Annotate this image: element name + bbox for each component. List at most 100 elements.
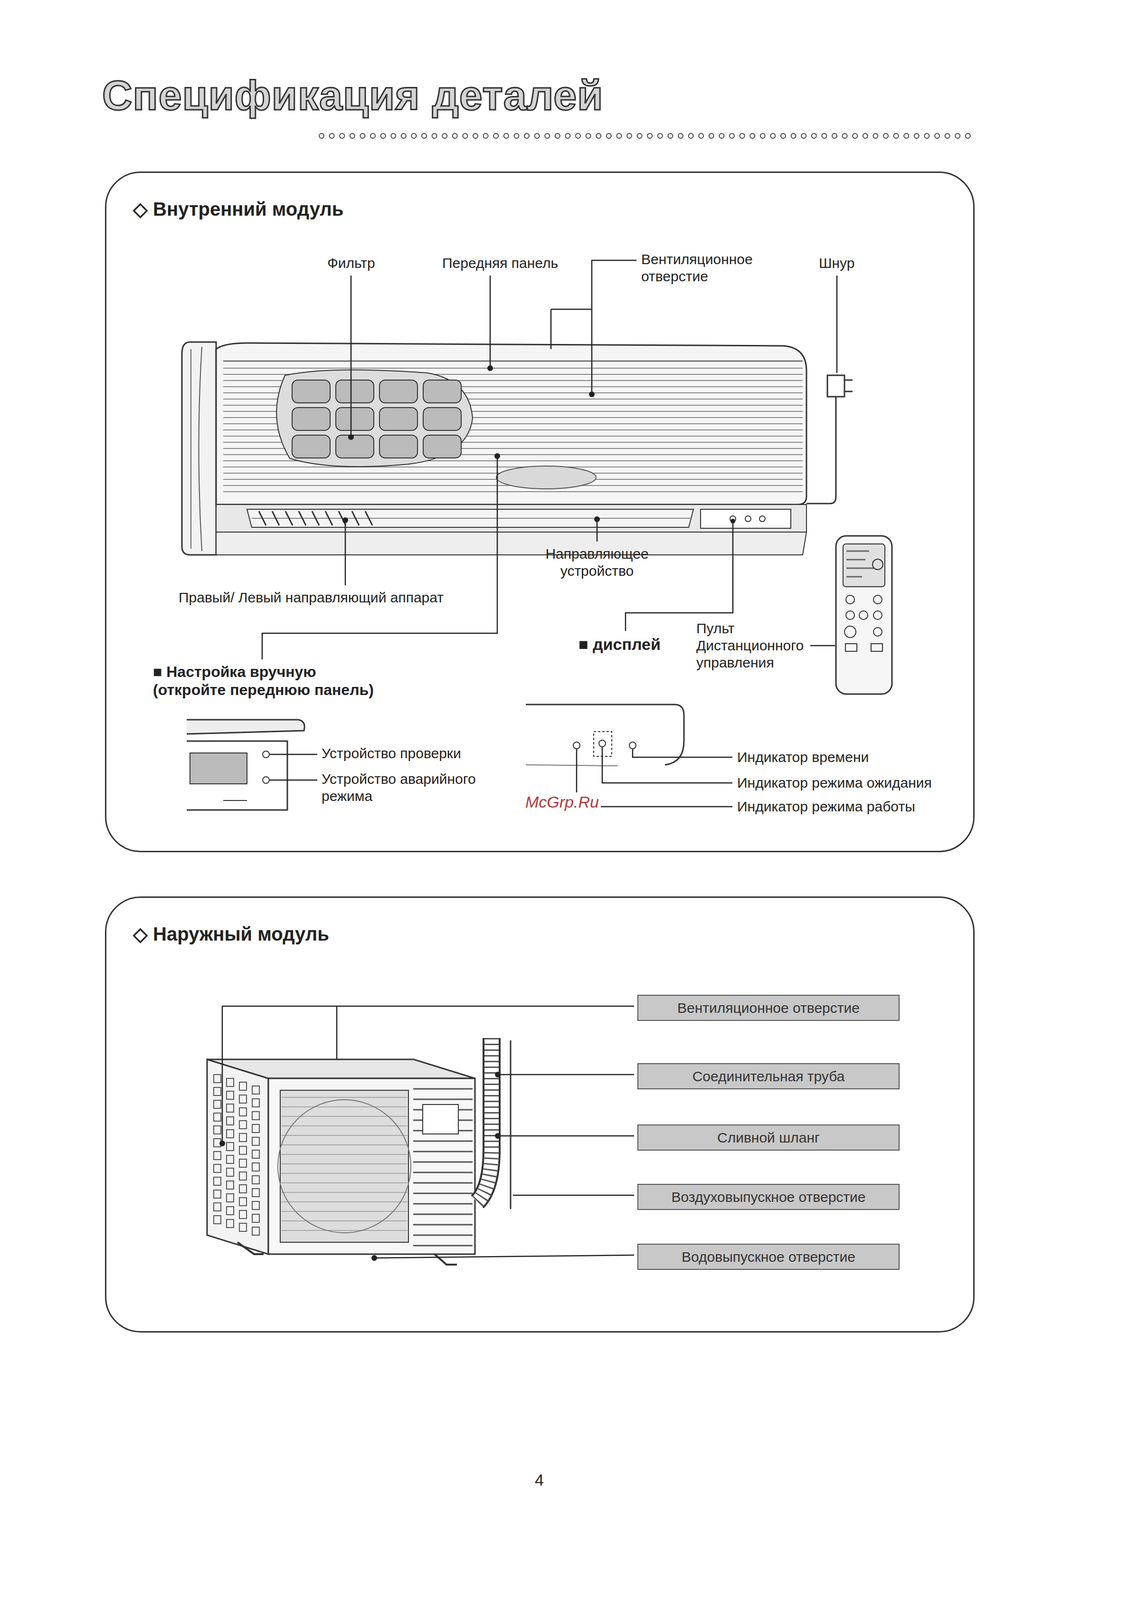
side-grille [252,1149,260,1158]
indoor-unit [496,465,597,489]
remote-control [872,559,883,570]
side-grille [239,1094,247,1103]
remote-control [873,595,882,604]
leader-line [632,749,733,758]
dotted-rule [965,133,971,139]
indoor-unit [276,369,473,467]
leader-dot [494,453,501,459]
dotted-rule [719,133,724,139]
page-title: Спецификация деталей [102,71,604,120]
dotted-rule [832,133,837,139]
side-grille [213,1202,221,1211]
leader-line [836,275,838,373]
fan-guard [281,1163,408,1165]
part-name: Соединительная труба [685,1067,852,1085]
outdoor-unit [477,1037,492,1202]
dotted-rule [852,133,858,139]
dotted-rule [821,133,827,139]
dotted-rule [872,133,878,139]
indoor-unit [199,346,203,551]
vane-slats [258,511,373,526]
dotted-rule [544,133,550,139]
side-grille [213,1125,221,1134]
vane-slats [272,511,280,526]
part-tag: Водовыпускное отверстие [637,1243,900,1270]
section-label: ■ Настройка вручную (откройте переднюю п… [152,662,385,700]
display-panel-detail [629,741,636,749]
part-label: Фильтр [327,254,376,272]
part-name: Вентиляционное отверстие [670,999,867,1017]
page-number: 4 [534,1469,544,1490]
leader-line [262,458,498,660]
remote-control [835,535,892,694]
dotted-rule [503,133,509,139]
dotted-rule [945,133,950,139]
dotted-rule [421,133,427,139]
indoor-unit [251,517,692,519]
dotted-rule [575,133,581,139]
vane-slats [285,511,293,526]
dotted-rule [616,133,622,139]
dotted-rule [462,133,468,139]
fan-guard [281,1191,408,1193]
leader-line [222,1005,635,1141]
filter-mesh [423,379,462,403]
dotted-rule [862,133,868,139]
dotted-rule [555,133,560,139]
filter-mesh [292,407,331,431]
dotted-rule [637,133,643,139]
front-grille [223,491,803,493]
leader-dot [730,518,736,524]
vane-slats [365,511,373,526]
side-grille [226,1142,234,1151]
leader-line [625,522,733,631]
display-panel-detail [525,764,618,766]
side-grille [239,1081,247,1091]
front-slats [413,1088,473,1090]
side-grille [213,1087,221,1096]
dotted-rule [473,133,478,139]
dotted-rule [596,133,601,139]
side-grille [226,1155,234,1164]
indoor-unit [700,509,791,529]
dotted-rule [319,133,324,139]
leader-dot [348,434,354,440]
leader-line [344,522,347,586]
part-label: Пульт Дистанционного управления [696,619,820,672]
remote-control [845,610,855,620]
part-label: Правый/ Левый направляющий аппарат [178,588,444,607]
indoor-unit [223,360,803,362]
fan-guard [281,1172,408,1174]
vane-slats [325,511,333,526]
filter-mesh [423,407,462,431]
outdoor-unit [422,1104,459,1134]
dotted-rule [380,133,386,139]
dotted-rule [513,133,519,139]
dotted-rule [791,133,797,139]
leader-line [596,521,598,542]
indoor-unit [844,379,853,392]
manual-panel-detail [223,799,247,801]
dotted-rule [801,133,807,139]
dotted-rule [565,133,570,139]
leader-dot [594,516,600,522]
dotted-rule [329,133,335,139]
side-grille [226,1206,234,1215]
dotted-rule [483,133,489,139]
dotted-rule [452,133,458,139]
part-label: Индикатор режима работы [737,797,916,816]
front-slats [413,1088,473,1246]
dotted-rule [760,133,766,139]
section-label: ■ дисплей [578,634,661,655]
outdoor-unit [280,1090,409,1243]
leader-line [500,1073,635,1076]
front-slats [413,1213,473,1215]
front-slats [413,1223,473,1226]
dotted-rule [606,133,612,139]
side-grille [239,1197,247,1206]
outdoor-unit [268,1078,475,1254]
dotted-rule [924,133,930,139]
leader-line [500,1135,635,1137]
fan-guard [281,1125,408,1127]
filter-mesh [379,407,418,431]
